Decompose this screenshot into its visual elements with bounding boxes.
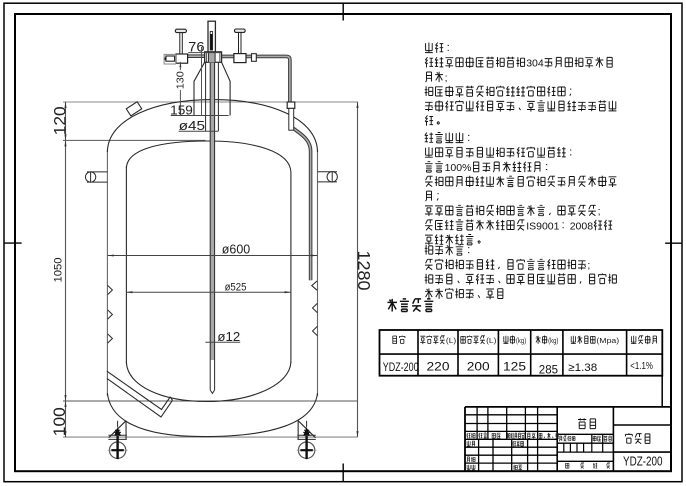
svg-text:ø12: ø12 xyxy=(217,330,240,344)
svg-text:100%: 100% xyxy=(445,162,472,174)
svg-text:ø45: ø45 xyxy=(179,119,205,133)
svg-text:200: 200 xyxy=(467,362,490,374)
svg-text:(kg): (kg) xyxy=(516,336,526,345)
svg-text:159: 159 xyxy=(170,102,193,117)
svg-text:(Mpa): (Mpa) xyxy=(596,336,619,345)
svg-text:130: 130 xyxy=(175,71,187,89)
svg-text:<1.1%: <1.1% xyxy=(630,360,653,372)
svg-text:YDZ-200: YDZ-200 xyxy=(623,454,663,468)
svg-text:(L): (L) xyxy=(446,336,456,345)
svg-text:1280: 1280 xyxy=(354,251,374,291)
svg-text:220: 220 xyxy=(427,362,450,374)
svg-text:;: ; xyxy=(445,72,448,84)
svg-text:1050: 1050 xyxy=(53,258,65,283)
svg-text:76: 76 xyxy=(188,40,204,55)
svg-text:2008: 2008 xyxy=(570,220,594,232)
svg-text:;: ; xyxy=(598,206,601,218)
svg-text:(L): (L) xyxy=(486,336,496,345)
svg-text:120: 120 xyxy=(51,106,69,135)
svg-text:≥1.38: ≥1.38 xyxy=(568,362,597,374)
svg-text:304: 304 xyxy=(526,58,544,70)
svg-text:ø600: ø600 xyxy=(222,242,250,256)
svg-text:285: 285 xyxy=(539,365,558,377)
svg-text:YDZ-200: YDZ-200 xyxy=(383,362,419,374)
svg-text:ø525: ø525 xyxy=(225,281,247,293)
svg-text:125: 125 xyxy=(503,362,526,374)
svg-text:;: ; xyxy=(587,260,590,272)
svg-text:100: 100 xyxy=(51,407,69,436)
svg-text:(kg): (kg) xyxy=(548,336,558,345)
svg-text:IS9001: IS9001 xyxy=(526,220,559,232)
